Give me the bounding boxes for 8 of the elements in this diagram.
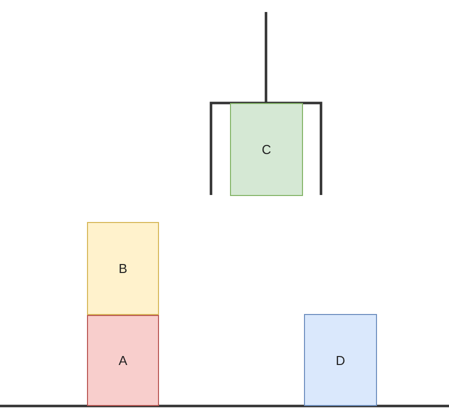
block-label: C: [262, 142, 272, 157]
block: [87, 315, 159, 406]
block: [230, 103, 303, 196]
block-label: D: [336, 352, 346, 368]
block-label: A: [118, 353, 128, 368]
block-label: B: [118, 261, 128, 276]
block: [87, 222, 159, 315]
block: [304, 314, 377, 406]
